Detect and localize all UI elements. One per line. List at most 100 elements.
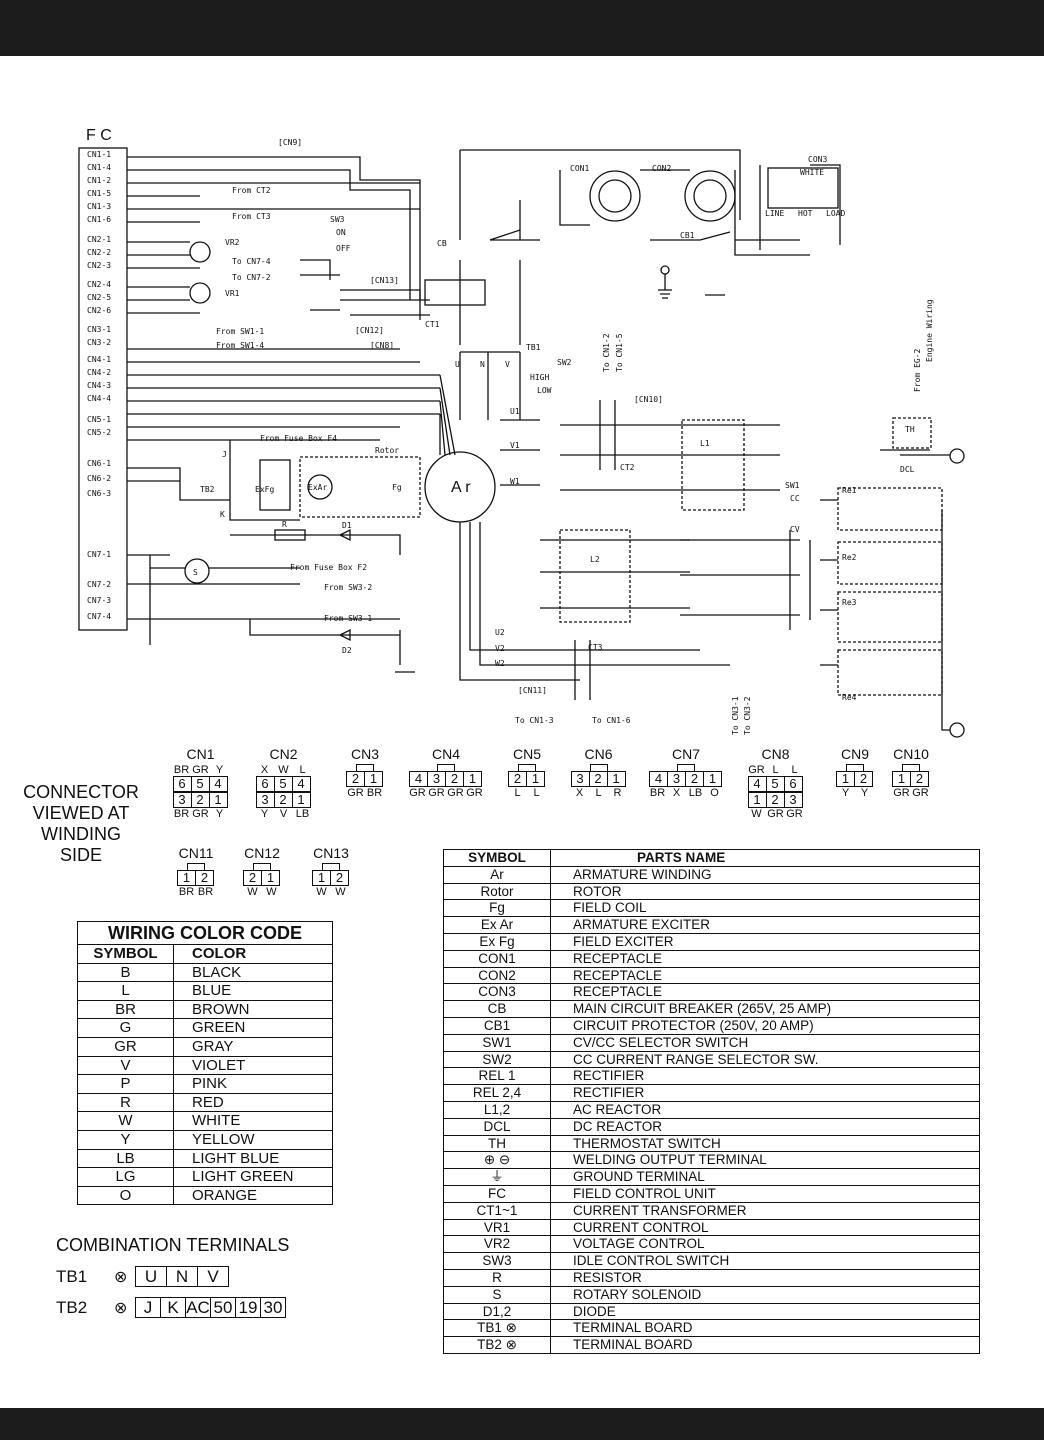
connector-pin: 1: [208, 792, 228, 808]
fc-pin-label: CN2-2: [87, 248, 111, 257]
part-symbol: ⊕ ⊖: [444, 1152, 551, 1169]
part-name: RECEPTACLE: [573, 950, 663, 966]
con3-symbol: [767, 167, 839, 209]
part-symbol: Ex Ar: [444, 917, 551, 933]
connector-pin: 2: [330, 870, 349, 886]
part-symbol: CON2: [444, 967, 551, 984]
color-symbol: W: [78, 1112, 174, 1130]
connector-pin: 3: [667, 771, 686, 787]
cv-label: CV: [790, 525, 800, 534]
bottom-footer-bar: [0, 1408, 1044, 1440]
from-fuse-f4-label: From Fuse Box F4: [260, 434, 337, 443]
tb1-v-label: V: [505, 360, 510, 369]
wire-color-label: L: [514, 787, 521, 799]
fc-pin-label: CN3-2: [87, 338, 111, 347]
parts-table-header: SYMBOL PARTS NAME: [444, 850, 979, 867]
fc-pin-label: CN2-6: [87, 306, 111, 315]
connector-pin: 1: [747, 792, 767, 808]
wire-color-label: W: [247, 886, 258, 898]
connector-pin: 4: [291, 776, 311, 792]
sw1-label: SW1: [785, 481, 800, 490]
connector-pin: 2: [588, 771, 608, 787]
rel4-rectifier: [837, 649, 943, 696]
connector-latch: [187, 863, 205, 870]
color-symbol: LB: [78, 1149, 174, 1168]
wire-color-label: GR: [409, 787, 426, 799]
part-symbol: Ex Fg: [444, 933, 551, 950]
wire-color-label: GR: [767, 808, 784, 820]
to-cn1-5-label: To CN1-5: [615, 333, 624, 372]
sw2-label: SW2: [557, 358, 572, 367]
tb1-label: TB1: [526, 343, 541, 352]
wire-color-label: V: [279, 808, 288, 820]
connector-latch: [677, 764, 695, 771]
part-name: RECTIFIER: [573, 1085, 645, 1101]
cn11-label: [CN11]: [518, 686, 547, 695]
wire-color-label: L: [791, 764, 798, 776]
wire-color-label: Y: [260, 808, 269, 820]
connector-pin: 4: [409, 771, 428, 787]
part-name: RECEPTACLE: [573, 967, 663, 983]
fc-pin-label: CN1-2: [87, 176, 111, 185]
table-row: ⏚GROUND TERMINAL: [444, 1169, 979, 1186]
wire-color-label: BR: [173, 764, 190, 776]
wire-color-label: W: [335, 886, 346, 898]
connector-name: CN12: [244, 845, 280, 861]
con2-label: CON2: [652, 164, 671, 173]
wire-color-label: GR: [466, 787, 483, 799]
tb1-n-label: N: [480, 360, 485, 369]
to-cn7-4-label: To CN7-4: [232, 257, 271, 266]
connector-name: CN2: [269, 746, 298, 762]
rel3-label: Re3: [842, 598, 857, 607]
j-label: J: [222, 450, 227, 459]
wire-color-label: W: [316, 886, 327, 898]
connector-view-title: CONNECTOR VIEWED AT WINDING SIDE: [23, 782, 139, 865]
connector-pin: 2: [685, 771, 704, 787]
connector-pin: 1: [606, 771, 626, 787]
fc-pin-label: CN5-2: [87, 428, 111, 437]
connector-name: CN6: [584, 746, 613, 762]
cn8-label: [CN8]: [370, 341, 394, 350]
wire-color-label: GR: [192, 764, 209, 776]
ct3-label: CT3: [588, 643, 603, 652]
part-name: TERMINAL BOARD: [573, 1337, 693, 1353]
connector-pin: 1: [463, 771, 482, 787]
fc-pin-label: CN2-5: [87, 293, 111, 302]
color-symbol: GR: [78, 1037, 174, 1056]
from-ct3-label: From CT3: [232, 212, 271, 221]
from-sw1-4-label: From SW1-4: [216, 341, 264, 350]
wire-color-label: GR: [192, 808, 209, 820]
u1-label: U1: [510, 407, 520, 416]
connector-name: CN4: [431, 746, 460, 762]
dcl-label: DCL: [900, 465, 915, 474]
vr1-label: VR1: [225, 289, 240, 298]
part-name: FIELD EXCITER: [573, 933, 674, 949]
from-fuse-f2-label: From Fuse Box F2: [290, 563, 367, 572]
cn9-label: [CN9]: [278, 138, 302, 147]
vr2-symbol: [189, 241, 211, 263]
sw3-label: SW3: [330, 215, 345, 224]
wire-color-label: R: [613, 787, 622, 799]
wire-color-label: L: [299, 764, 306, 776]
cc-label: CC: [790, 494, 800, 503]
part-symbol: DCL: [444, 1118, 551, 1135]
color-name: GRAY: [192, 1037, 234, 1055]
